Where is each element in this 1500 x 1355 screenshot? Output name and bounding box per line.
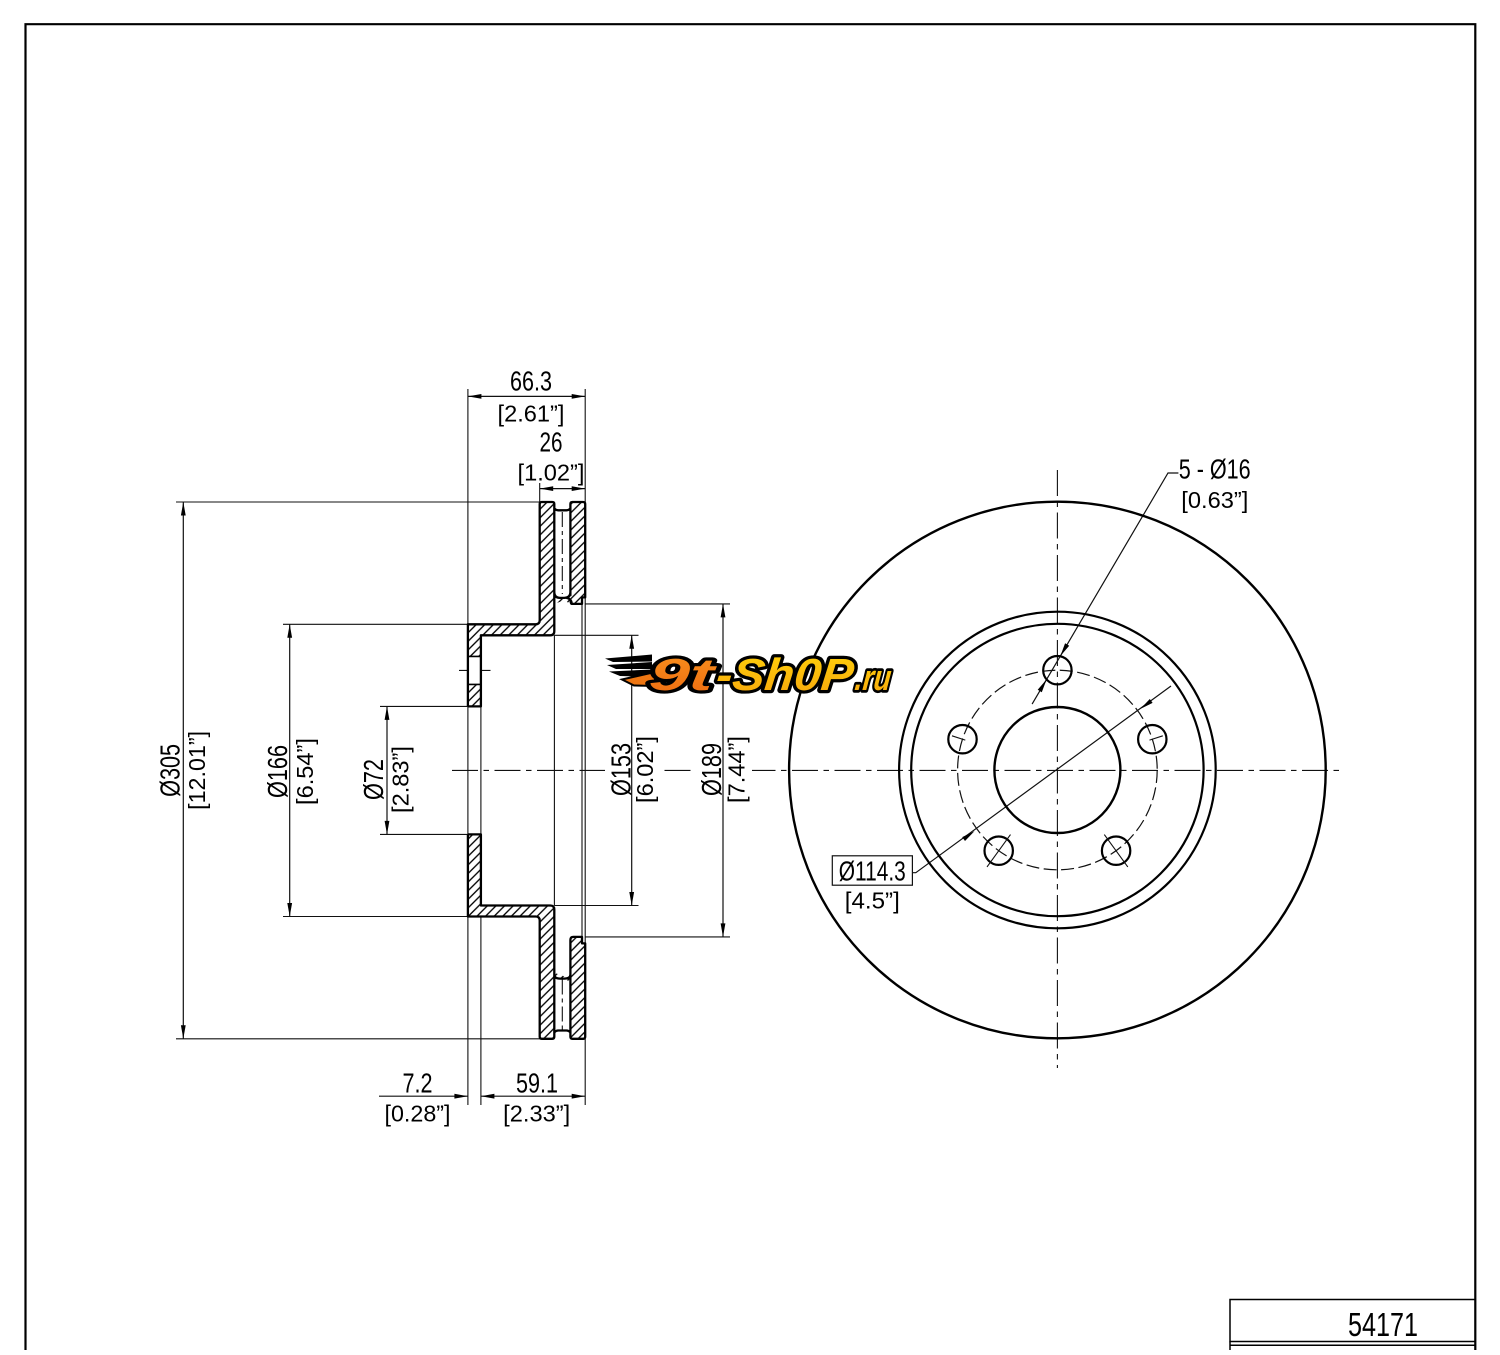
svg-text:[2.61”]: [2.61”] [498, 401, 565, 427]
svg-text:Ø166: Ø166 [262, 745, 293, 798]
svg-text:26: 26 [540, 426, 563, 457]
svg-text:.ru: .ru [853, 657, 893, 698]
svg-text:[6.02”]: [6.02”] [632, 736, 658, 803]
svg-text:-Sh0P: -Sh0P [714, 649, 857, 700]
svg-text:Ø114.3: Ø114.3 [839, 855, 906, 886]
svg-text:7.2: 7.2 [403, 1068, 433, 1099]
svg-text:[2.83”]: [2.83”] [388, 746, 414, 813]
svg-text:[7.44”]: [7.44”] [724, 736, 750, 803]
svg-text:66.3: 66.3 [510, 366, 552, 397]
svg-text:54171: 54171 [1348, 1306, 1418, 1343]
svg-text:9t: 9t [647, 649, 719, 700]
svg-text:Ø153: Ø153 [605, 743, 636, 796]
svg-text:5 - Ø16: 5 - Ø16 [1179, 454, 1251, 485]
svg-text:[6.54”]: [6.54”] [292, 738, 318, 805]
svg-text:Ø189: Ø189 [696, 743, 727, 796]
svg-text:[0.28”]: [0.28”] [385, 1100, 451, 1126]
svg-text:[4.5”]: [4.5”] [845, 888, 900, 914]
svg-text:[0.63”]: [0.63”] [1181, 487, 1248, 513]
svg-text:[12.01”]: [12.01”] [184, 731, 210, 810]
svg-text:59.1: 59.1 [516, 1068, 558, 1099]
svg-text:[2.33”]: [2.33”] [503, 1100, 570, 1126]
svg-text:Ø305: Ø305 [154, 744, 185, 797]
svg-text:Ø72: Ø72 [358, 759, 389, 800]
svg-text:[1.02”]: [1.02”] [518, 460, 585, 486]
